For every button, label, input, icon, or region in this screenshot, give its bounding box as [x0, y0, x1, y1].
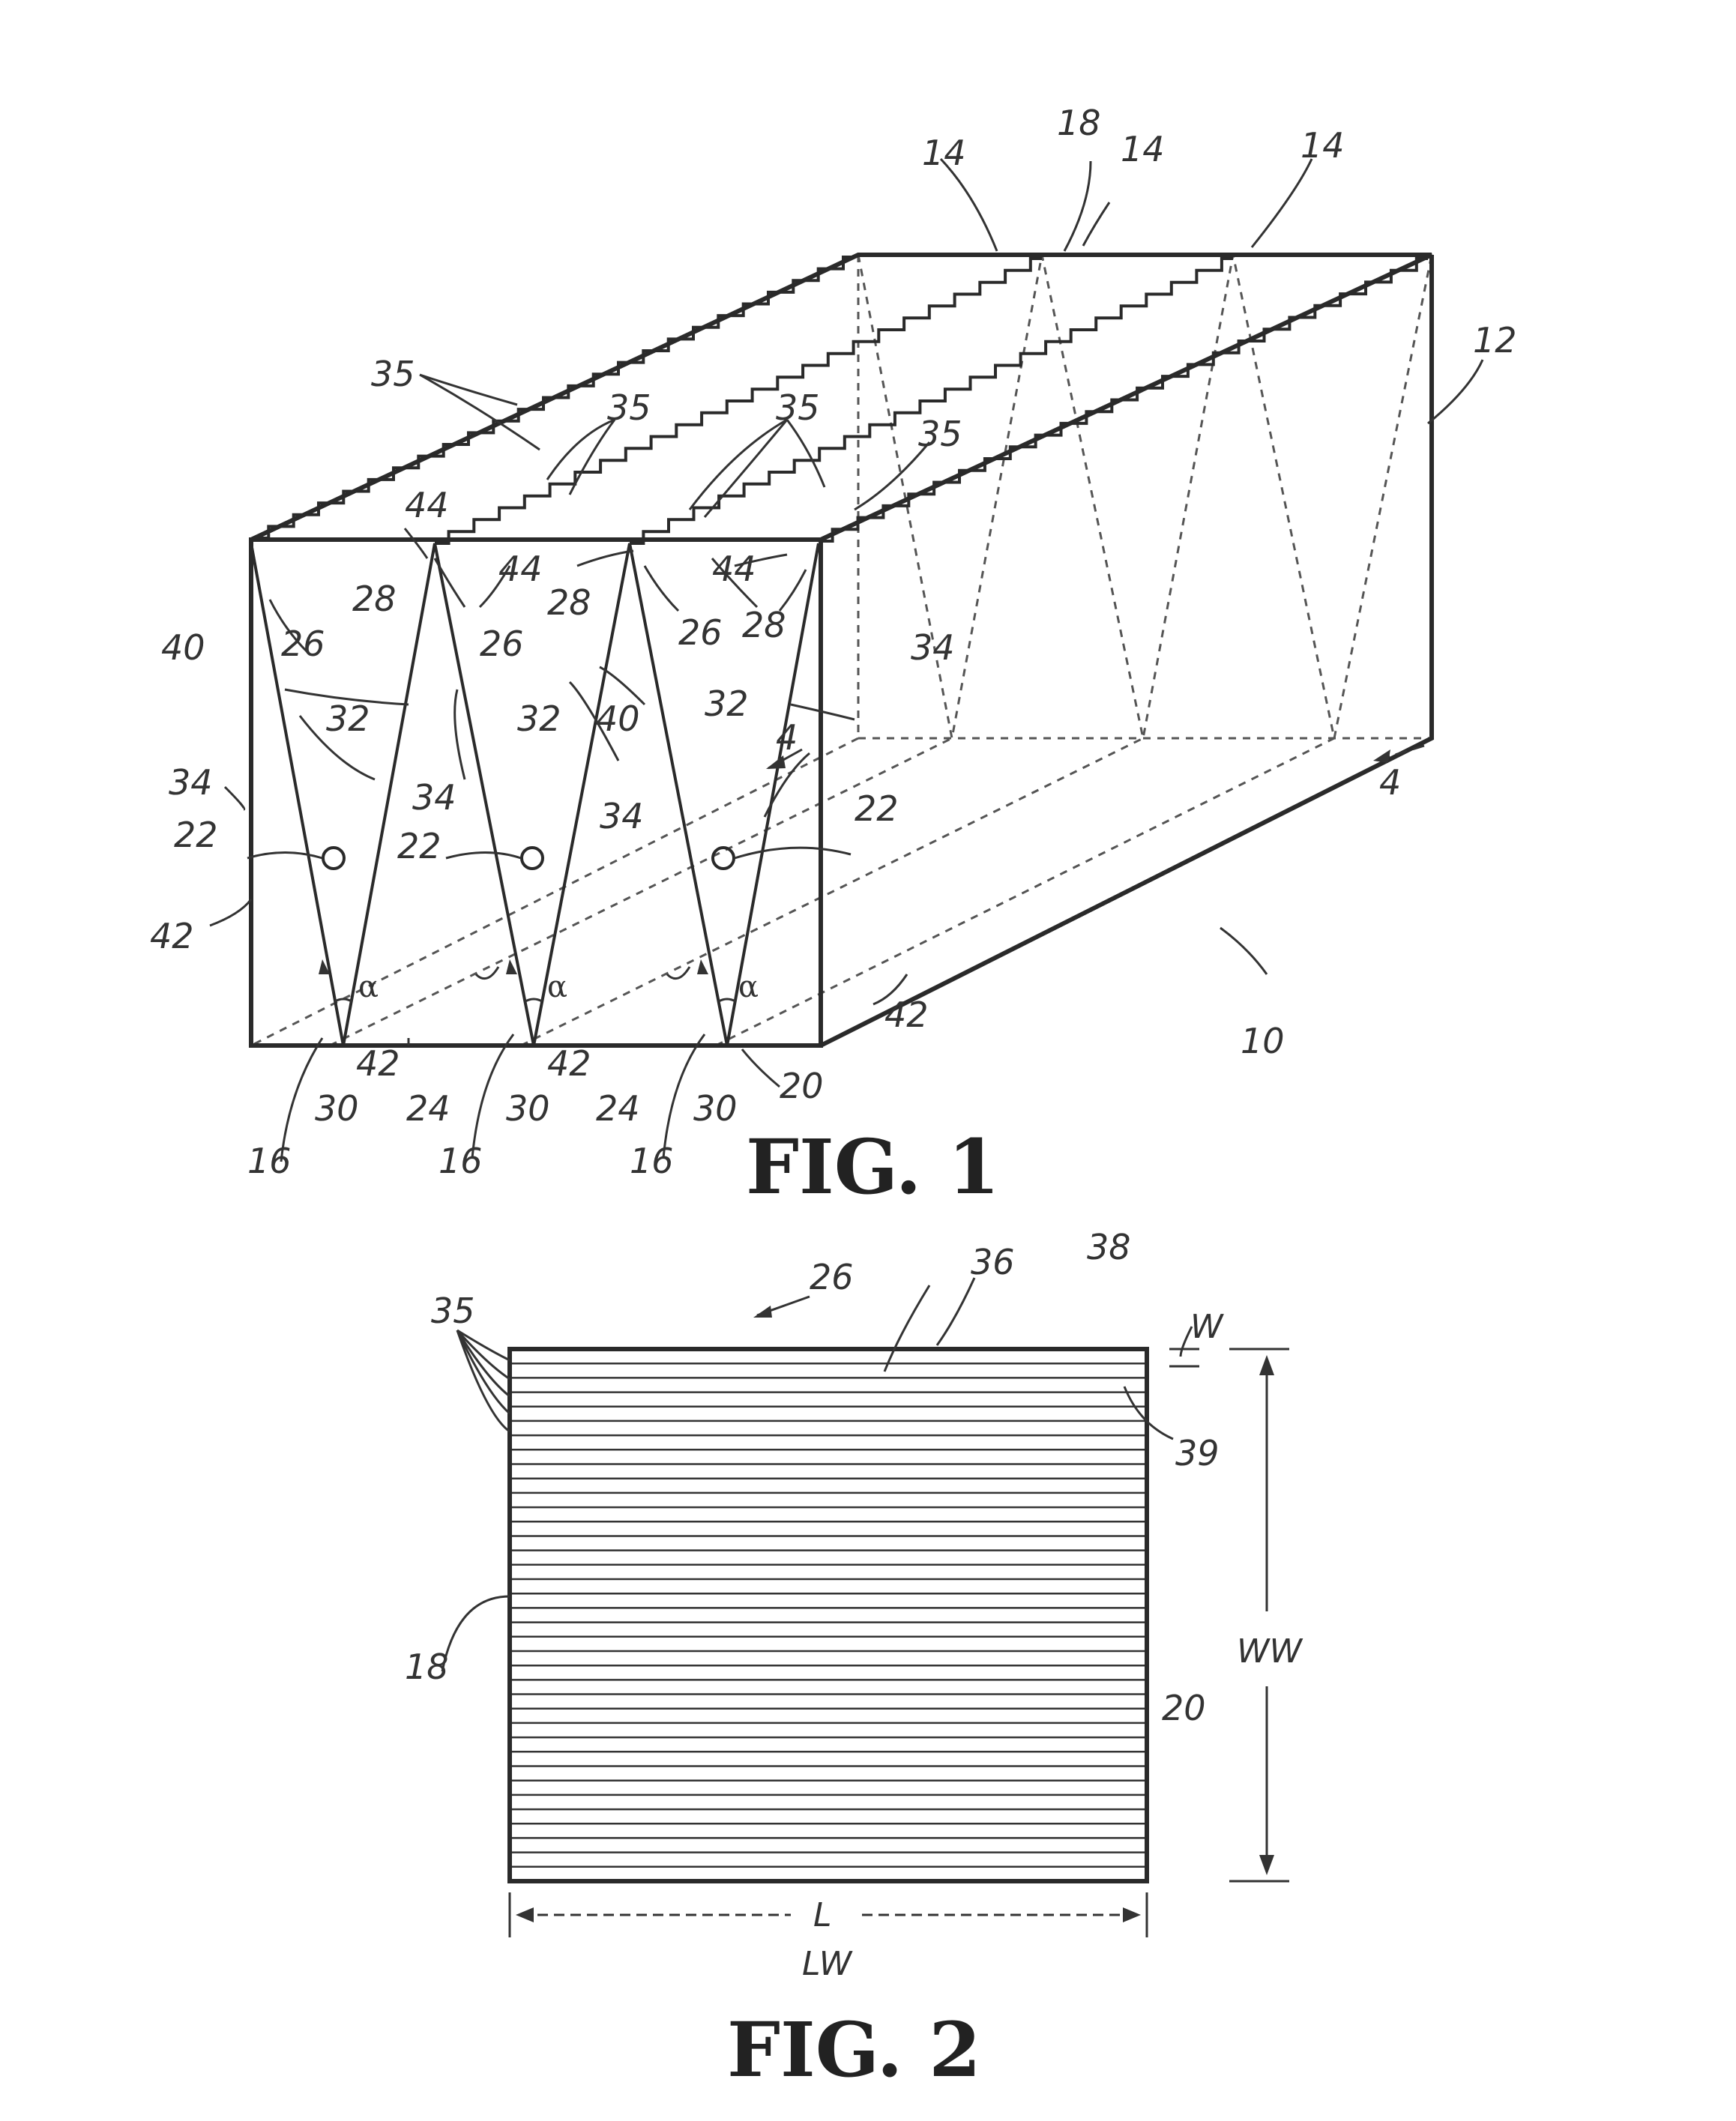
label-alpha-1: α: [358, 970, 379, 1004]
label-10: 10: [1241, 1021, 1285, 1061]
fig2-label-36: 36: [971, 1242, 1015, 1282]
label-35-a: 35: [371, 354, 415, 394]
label-26-a: 26: [281, 624, 325, 664]
label-30-a: 30: [315, 1088, 359, 1129]
label-32-c: 32: [705, 684, 749, 724]
alpha-arc-3: [719, 999, 735, 1001]
circle-22-3: [713, 848, 734, 869]
label-20: 20: [780, 1066, 824, 1106]
fig2-caption: FIG. 2: [727, 2006, 981, 2094]
label-34-b: 34: [169, 762, 213, 803]
label-26-c: 26: [678, 612, 723, 653]
label-26-b: 26: [480, 624, 524, 664]
label-42-c: 42: [547, 1043, 591, 1084]
circle-22-2: [522, 848, 543, 869]
alpha-arc-2: [525, 999, 542, 1001]
front-pleat-zigzag: [251, 543, 819, 1046]
fig2-label-26: 26: [810, 1257, 854, 1297]
fig2-label-18: 18: [405, 1647, 449, 1687]
fig2-label-39: 39: [1175, 1433, 1220, 1473]
fig2-dim-w: W: [1190, 1308, 1224, 1346]
label-4-b: 4: [1379, 762, 1401, 803]
label-35-d: 35: [918, 414, 962, 454]
label-14-b: 14: [1121, 129, 1165, 169]
alpha-arc-1: [335, 999, 352, 1001]
label-35-b: 35: [607, 387, 651, 428]
label-28-c: 28: [742, 605, 786, 645]
label-42-d: 42: [884, 995, 929, 1035]
label-34-c: 34: [412, 777, 456, 818]
label-alpha-3: α: [738, 970, 759, 1004]
fig1-hidden-edges: [251, 255, 1432, 1046]
label-42-b: 42: [356, 1043, 400, 1084]
label-34-a: 34: [911, 627, 955, 668]
label-16-c: 16: [630, 1141, 674, 1181]
fig2-dim-lw: LW: [802, 1945, 853, 1983]
label-14-a: 14: [922, 133, 966, 173]
label-35-c: 35: [776, 387, 820, 428]
label-28-b: 28: [547, 582, 591, 623]
label-16-a: 16: [247, 1141, 292, 1181]
fig2-label-20: 20: [1162, 1688, 1206, 1728]
label-18: 18: [1057, 103, 1101, 143]
fig2-label-38: 38: [1087, 1227, 1131, 1267]
circle-22-1: [323, 848, 344, 869]
label-34-d: 34: [600, 796, 644, 836]
fig2-dim-l: L: [813, 1896, 832, 1934]
label-4-a: 4: [776, 717, 798, 758]
fig2-stripes: [510, 1363, 1147, 1867]
fig2-panel-view: 26 36 38 39 35 18 20 W WW L LW FIG. 2: [405, 1227, 1303, 2094]
fig2-label-35: 35: [431, 1291, 475, 1331]
label-32-b: 32: [517, 699, 561, 739]
fig1-perspective-view: 14 18 14 14 12 35 35 35 35 44 44 44 26 2…: [150, 103, 1517, 1211]
label-32-a: 32: [326, 699, 370, 739]
label-42-a: 42: [150, 916, 194, 956]
pleat-ridge-1: [435, 259, 1042, 543]
label-40-a: 40: [161, 627, 205, 668]
label-22-b: 22: [397, 826, 441, 866]
fig2-panel-outline: [510, 1349, 1147, 1881]
label-14-c: 14: [1301, 125, 1345, 166]
front-face: [251, 540, 821, 1046]
fig1-box-outline: [251, 255, 1432, 1046]
label-44-b: 44: [498, 549, 543, 589]
label-22-c: 22: [855, 788, 899, 829]
fig1-front-pleats: [251, 543, 819, 1046]
label-24-a: 24: [406, 1088, 450, 1129]
hidden-fold-line-3: [716, 738, 1334, 1046]
fig1-caption: FIG. 1: [746, 1123, 1000, 1211]
label-30-c: 30: [693, 1088, 738, 1129]
label-12: 12: [1473, 320, 1517, 360]
label-28-a: 28: [352, 579, 397, 619]
label-44-a: 44: [405, 485, 449, 525]
fig1-leader-lines: [210, 159, 1483, 1162]
label-44-c: 44: [712, 549, 756, 589]
label-16-b: 16: [438, 1141, 483, 1181]
label-40-b: 40: [596, 699, 640, 739]
label-alpha-2: α: [547, 970, 567, 1004]
label-30-b: 30: [506, 1088, 550, 1129]
hidden-fold-line-2: [521, 738, 1143, 1046]
fig2-reference-numerals: 26 36 38 39 35 18 20 W WW L LW: [405, 1227, 1303, 1983]
label-24-b: 24: [596, 1088, 640, 1129]
fig2-dim-ww: WW: [1237, 1632, 1303, 1671]
label-22-a: 22: [174, 815, 218, 855]
